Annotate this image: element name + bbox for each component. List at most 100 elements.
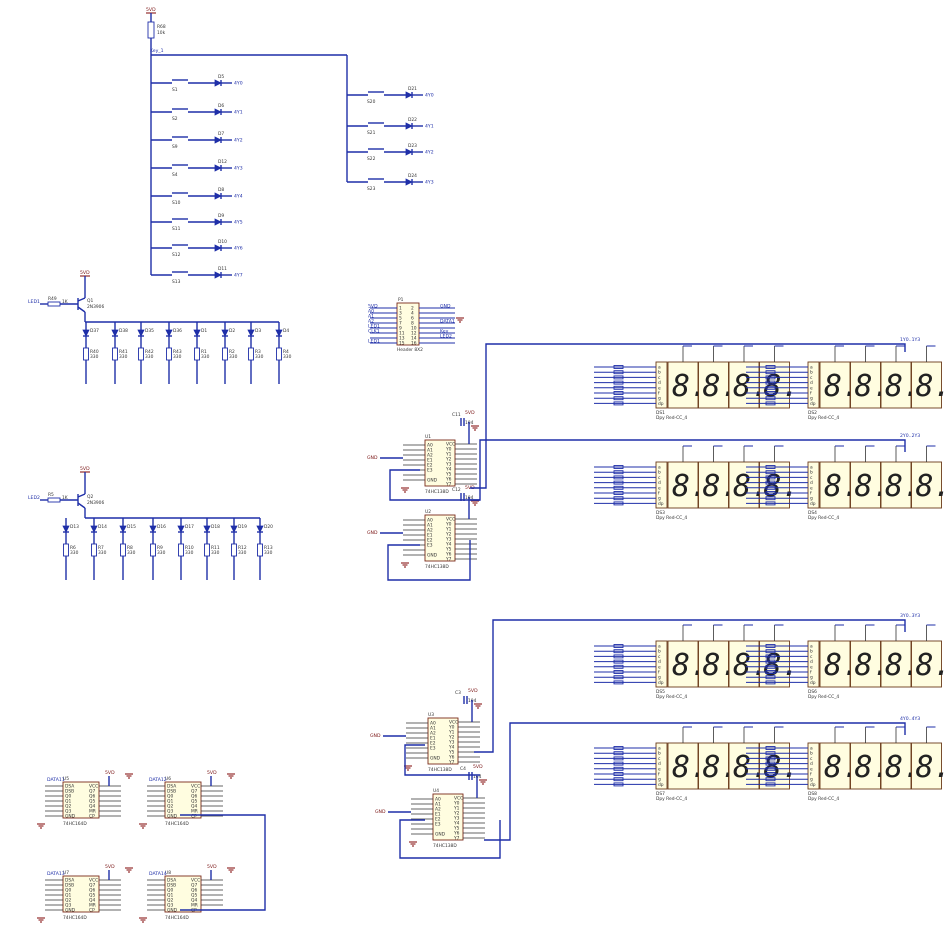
shift-reg-vdd: 5VD (207, 770, 217, 776)
segment-resistor (613, 772, 624, 776)
segment-pin-label: c (658, 376, 661, 381)
segment-pin-label: f (810, 772, 812, 778)
led-ref: D2 (229, 328, 235, 334)
segment-pin-label: g (658, 497, 661, 502)
decoder-pin-label: VCC (449, 720, 458, 726)
header-pin-left: 3 (399, 311, 402, 317)
shift-reg-pin-label: Q4 (191, 898, 197, 904)
led-ref: D14 (98, 524, 107, 530)
decoder-pin-label: Y3 (445, 537, 452, 543)
segment-pin-label: dp (658, 782, 664, 788)
bus-wires (180, 343, 906, 911)
segment-pin-label: d (810, 480, 813, 486)
segment-resistor (765, 391, 776, 395)
led-res-ref: R6 (70, 545, 76, 551)
display-digit (698, 640, 729, 688)
segment-pin-label: e (658, 665, 661, 670)
decoder-pin-label: A2 (430, 731, 436, 737)
shift-reg-pin-label: Q7 (89, 789, 95, 795)
shift-reg-pin-label: Q3 (167, 809, 173, 815)
segment-resistor (613, 766, 624, 771)
decoder-pin-label: GND (435, 832, 446, 838)
header-pin-right: 14 (411, 336, 417, 342)
segment-resistor (765, 480, 776, 485)
header-net-left: A0 (368, 309, 374, 315)
decoder-gnd-label: GND (370, 733, 381, 739)
display-ref: DS2 (808, 410, 817, 416)
led-diode (90, 525, 98, 533)
display-digit (819, 742, 851, 790)
switch-ref: S22 (367, 156, 376, 162)
decoder-pin-label: Y3 (448, 740, 455, 746)
decoder-pin-label: VCC (446, 517, 455, 523)
diode-ref: D11 (218, 266, 227, 272)
led-ref: D16 (157, 524, 166, 530)
display-ref: DS8 (808, 791, 817, 797)
segment-resistor (765, 375, 776, 380)
header-pin-left: 15 (399, 341, 405, 347)
decoder-pin-label: E1 (427, 458, 433, 464)
display-digit (698, 361, 729, 409)
segment-pin-label: g (810, 397, 813, 402)
led-input-label: LED1 (28, 299, 40, 305)
led-ref: D38 (119, 328, 128, 334)
decoder-chip (427, 717, 459, 765)
key-diode (405, 122, 413, 130)
segment-pin-label: e (810, 767, 813, 772)
segment-resistor (613, 680, 624, 685)
header-pin-right: 10 (411, 326, 417, 332)
display-part: Dpy Red-CC_4 (656, 796, 687, 802)
led-res-value: 330 (201, 354, 210, 360)
decoder-pin-label: A0 (427, 443, 433, 449)
segment-resistor (765, 659, 776, 664)
decoder-cap-ref: C12 (452, 487, 461, 493)
decoder-pin-label: E1 (430, 736, 436, 742)
led-diode (82, 329, 90, 337)
shift-reg-pin-label: Q1 (167, 893, 173, 899)
decoder-pin-label: A2 (427, 453, 433, 459)
segment-pin-label: b (810, 649, 813, 655)
decoder-pin-label: E2 (430, 741, 436, 747)
display-digit (759, 461, 790, 509)
diode-ref: D10 (218, 239, 227, 245)
display-digit (880, 461, 912, 509)
segment-resistor (613, 470, 624, 475)
shift-reg-pin-label: Q6 (191, 794, 197, 800)
header-net-right: GND (440, 304, 451, 310)
led-res-value: 330 (98, 550, 107, 556)
row-net-label: 4Y1 (234, 110, 243, 116)
segment-resistor (765, 670, 776, 674)
digit-glyph: 8. (916, 469, 945, 504)
key-diode (214, 164, 222, 172)
segment-pin-label: e (810, 665, 813, 670)
display-part: Dpy Red-CC_4 (656, 694, 687, 700)
shift-reg-chip (164, 781, 202, 819)
segment-pin-label: g (810, 778, 813, 783)
segment-pin-label: c (658, 476, 661, 481)
header-net-right: DATA1 (440, 319, 455, 325)
header-net-right: Key (440, 329, 449, 335)
led-resistor (276, 347, 282, 361)
led-res-ref: R2 (229, 349, 235, 355)
decoder-pin-label: Y5 (448, 750, 455, 756)
led-ref: D37 (90, 328, 99, 334)
row-net-label: 4Y2 (234, 138, 243, 144)
decoder-pin-label: A1 (427, 523, 433, 529)
led-res-ref: R42 (145, 349, 154, 355)
display-digit (850, 361, 881, 409)
display-digit (911, 461, 942, 509)
segment-pin-label: g (658, 778, 661, 783)
decoder-chip (432, 793, 464, 841)
header-pin-right: 8 (411, 321, 414, 327)
key-diode (214, 218, 222, 226)
shift-reg-pin-label: Q7 (89, 883, 95, 889)
segment-resistor (765, 475, 776, 480)
decoder-pin-label: Y1 (448, 730, 455, 736)
decoder-pin-label: Y7 (448, 760, 455, 766)
shift-reg-pin-label: Q0 (65, 794, 71, 800)
led-resistor (83, 347, 89, 361)
segment-resistor (765, 465, 776, 469)
